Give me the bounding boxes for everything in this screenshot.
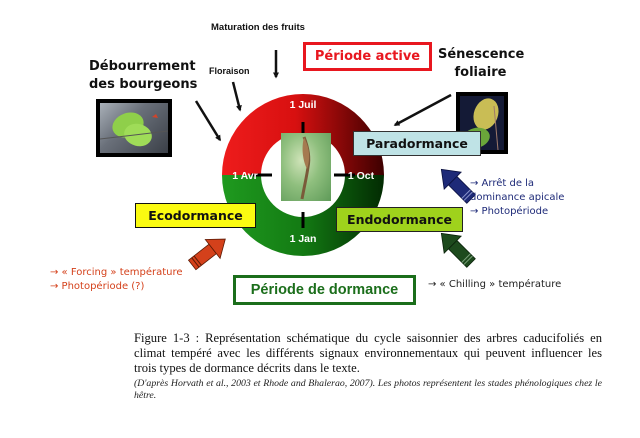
arrow-floraison (231, 81, 242, 112)
para-signals: → Arrêt de la dominance apicale → Photop… (470, 177, 564, 219)
figure-caption-source: (D'après Horvath et al., 2003 et Rhode a… (134, 378, 602, 401)
eco-signal-photoperiod: → Photopériode (?) (50, 281, 145, 292)
label-senescence: Sénescence foliaire (438, 46, 525, 82)
arrow-endo-signal (440, 232, 476, 268)
figure-caption: Figure 1-3 : Représentation schématique … (134, 331, 602, 375)
debourrement-line1: Débourrement (89, 59, 196, 74)
endo-signals: → « Chilling » température (428, 278, 561, 292)
eco-signals: → « Forcing » température → Photopériode… (50, 266, 183, 294)
endo-signal-chilling: → « Chilling » température (428, 279, 562, 290)
senescence-line1: Sénescence (438, 47, 525, 62)
ring-dormant-half (222, 175, 384, 256)
eco-signal-forcing: → « Forcing » température (50, 267, 183, 278)
period-dormant-box: Période de dormance (233, 275, 416, 305)
arrow-senescence (393, 93, 452, 127)
debourrement-line2: des bourgeons (89, 77, 198, 92)
ring-label-october: 1 Oct (348, 170, 375, 182)
arrow-debourrement (194, 100, 222, 142)
young-leaf-icon (100, 112, 168, 147)
paradormance-box: Paradormance (353, 131, 481, 156)
ecodormance-box: Ecodormance (135, 203, 256, 228)
senescence-line2: foliaire (454, 65, 507, 80)
period-active-box: Période active (303, 42, 432, 71)
ring-active-half (222, 94, 384, 175)
para-signal-apical-2: dominance apicale (470, 192, 565, 203)
arrow-eco-signal (187, 238, 226, 271)
label-maturation: Maturation des fruits (211, 22, 305, 33)
bud-photo (281, 133, 331, 201)
para-signal-apical: → Arrêt de la (470, 178, 535, 189)
senescent-leaves-photo (456, 92, 508, 154)
leaf-budburst-photo (96, 99, 172, 157)
ring-label-january: 1 Jan (290, 233, 317, 245)
label-floraison: Floraison (209, 66, 250, 76)
para-signal-photoperiod: → Photopériode (470, 206, 549, 217)
ring-label-april: 1 Avr (232, 170, 258, 182)
ring-label-july: 1 Juil (290, 99, 317, 111)
seasonal-cycle-diagram: 1 Juil 1 Avr 1 Oct 1 Jan (187, 50, 476, 271)
endodormance-box: Endodormance (336, 207, 463, 232)
label-debourrement: Débourrement des bourgeons (89, 58, 197, 94)
bud-icon (300, 136, 311, 200)
arrow-para-signal (440, 168, 476, 204)
